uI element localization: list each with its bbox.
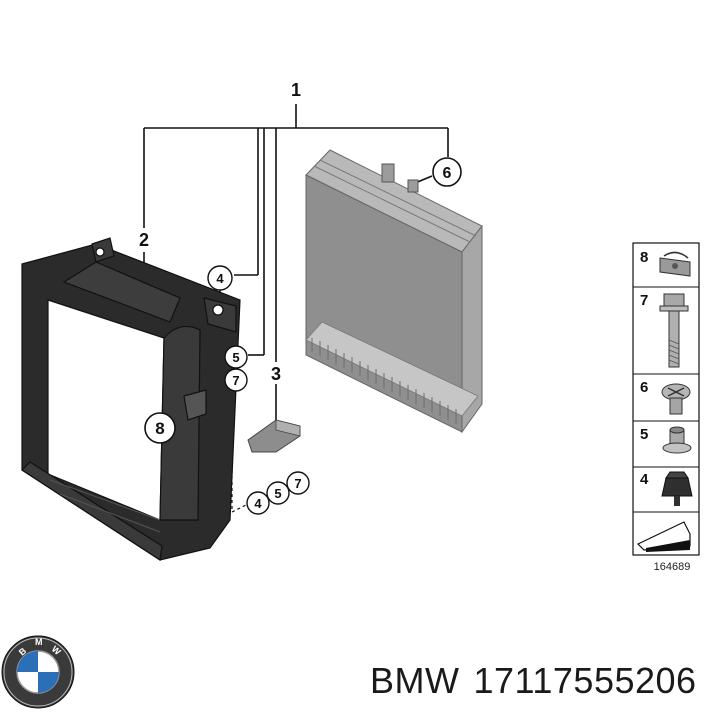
legend-item-6: 6 — [640, 379, 691, 415]
svg-text:M: M — [35, 637, 43, 647]
svg-text:7: 7 — [294, 476, 301, 491]
svg-text:5: 5 — [232, 350, 239, 365]
svg-text:4: 4 — [216, 271, 224, 286]
svg-text:6: 6 — [640, 379, 648, 396]
svg-text:5: 5 — [274, 486, 281, 501]
svg-text:4: 4 — [254, 496, 262, 511]
callout-circle-5-lower: 5 — [266, 481, 290, 505]
callout-circle-5-upper: 5 — [224, 345, 248, 369]
svg-text:8: 8 — [155, 419, 164, 438]
legend-item-7: 7 — [640, 292, 689, 368]
callout-circle-4-lower: 4 — [246, 491, 270, 515]
radiator-illustration — [305, 149, 483, 434]
speed-nut-icon — [659, 251, 691, 277]
callout-2: 2 — [139, 230, 149, 250]
drawing-id: 164689 — [654, 561, 691, 573]
legend-item-5: 5 — [640, 426, 692, 454]
svg-text:7: 7 — [232, 373, 239, 388]
svg-text:6: 6 — [443, 165, 452, 182]
callout-1: 1 — [291, 80, 301, 100]
hex-bolt-icon — [659, 293, 689, 368]
fan-shroud-illustration — [21, 237, 241, 562]
legend-item-8: 8 — [640, 249, 691, 277]
bushing-icon — [662, 426, 692, 454]
legend-item-4: 4 — [640, 471, 693, 506]
callout-circle-6: 6 — [432, 157, 462, 187]
screw-icon — [661, 383, 691, 415]
svg-text:4: 4 — [640, 471, 649, 488]
part-number: 17117555206 — [473, 660, 697, 701]
callout-circle-7-upper: 7 — [224, 368, 248, 392]
legend-arrow-icon — [636, 521, 691, 552]
callout-circle-8: 8 — [144, 412, 176, 444]
part-number-caption: BMW 17117555206 — [370, 660, 711, 702]
callout-circle-4-upper: 4 — [207, 265, 233, 291]
svg-text:8: 8 — [640, 249, 648, 266]
svg-text:7: 7 — [640, 292, 648, 309]
clip-icon — [661, 471, 693, 506]
callout-3: 3 — [271, 364, 281, 384]
svg-text:B: B — [17, 645, 29, 657]
parts-legend: 8 7 6 — [632, 242, 700, 573]
bracket-illustration — [247, 419, 301, 453]
svg-text:5: 5 — [640, 426, 648, 443]
bmw-logo: B M W — [1, 635, 75, 709]
brand-name: BMW — [370, 660, 460, 701]
callout-circle-7-lower: 7 — [286, 471, 310, 495]
